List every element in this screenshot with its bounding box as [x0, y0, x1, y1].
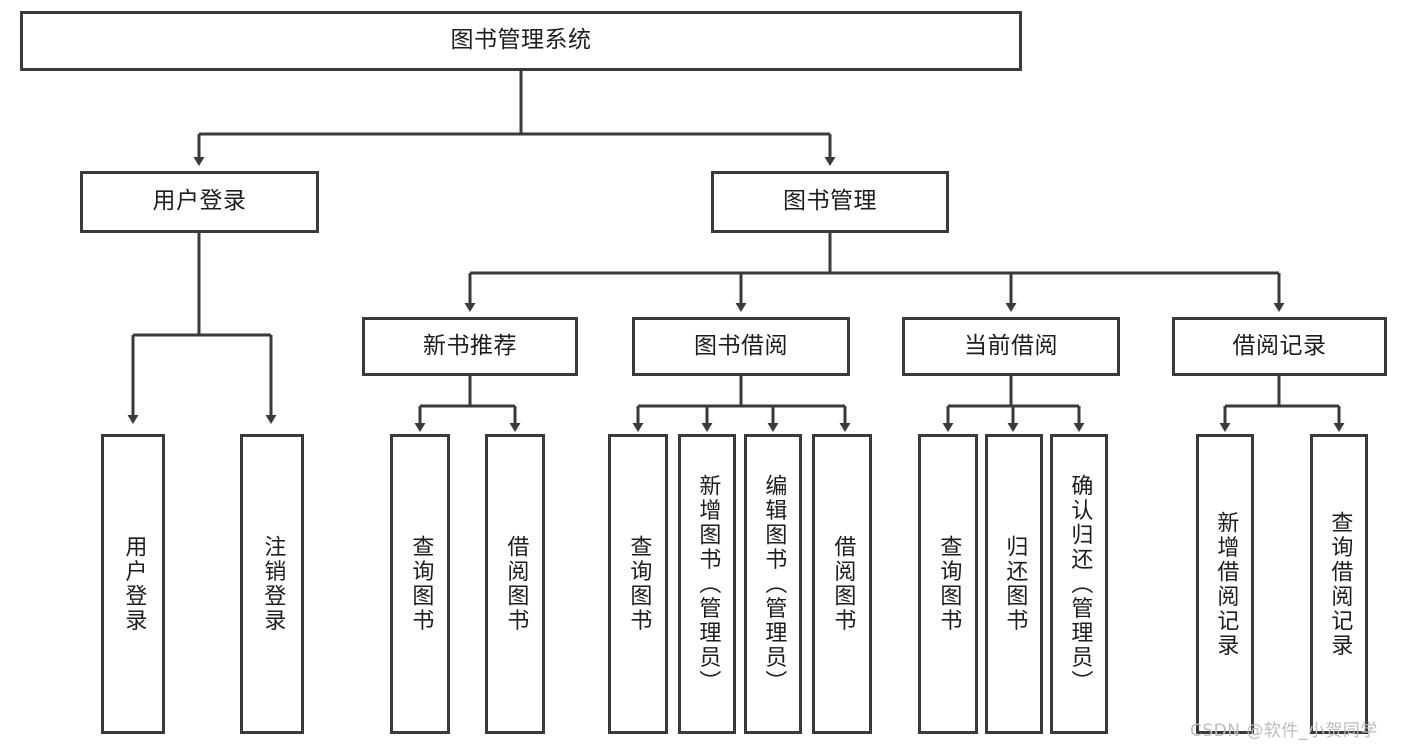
node-book-manage-label: 图书管理 [783, 188, 877, 215]
leaf-current-borrow-1[interactable]: 查询图书 [918, 434, 978, 734]
leaf-book-borrow-1[interactable]: 查询图书 [608, 434, 668, 734]
node-borrow-record-label: 借阅记录 [1232, 332, 1327, 359]
leaf-current-borrow-2[interactable]: 归还图书 [985, 434, 1043, 734]
node-book-borrow[interactable]: 图书借阅 [632, 317, 850, 376]
node-current-borrow-label: 当前借阅 [964, 332, 1058, 359]
node-borrow-record[interactable]: 借阅记录 [1172, 317, 1387, 376]
leaf-book-borrow-3[interactable]: 编辑图书（管理员） [744, 434, 802, 734]
leaf-borrow-record-2[interactable]: 查询借阅记录 [1310, 434, 1368, 734]
leaf-user-login-1[interactable]: 用户登录 [101, 434, 165, 734]
leaf-user-login-2[interactable]: 注销登录 [240, 434, 304, 734]
leaf-current-borrow-1-label: 查询图书 [936, 535, 962, 633]
leaf-user-login-2-label: 注销登录 [260, 535, 286, 633]
leaf-book-borrow-4[interactable]: 借阅图书 [812, 434, 872, 734]
leaf-new-book-2-label: 借阅图书 [503, 535, 529, 633]
leaf-user-login-1-label: 用户登录 [121, 535, 147, 633]
leaf-current-borrow-2-label: 归还图书 [1002, 535, 1028, 633]
leaf-book-borrow-2-label: 新增图书（管理员） [695, 473, 721, 695]
node-new-book-recommend[interactable]: 新书推荐 [362, 317, 578, 376]
leaf-new-book-1[interactable]: 查询图书 [390, 434, 450, 734]
leaf-book-borrow-2[interactable]: 新增图书（管理员） [678, 434, 736, 734]
node-root-label: 图书管理系统 [450, 27, 592, 54]
node-book-manage[interactable]: 图书管理 [711, 171, 949, 233]
leaf-book-borrow-3-label: 编辑图书（管理员） [761, 473, 787, 695]
leaf-current-borrow-3[interactable]: 确认归还（管理员） [1050, 434, 1108, 734]
node-user-login[interactable]: 用户登录 [80, 171, 319, 233]
leaf-book-borrow-4-label: 借阅图书 [830, 535, 856, 633]
node-current-borrow[interactable]: 当前借阅 [902, 317, 1120, 376]
leaf-current-borrow-3-label: 确认归还（管理员） [1067, 473, 1093, 695]
leaf-book-borrow-1-label: 查询图书 [626, 535, 652, 633]
leaf-borrow-record-2-label: 查询借阅记录 [1327, 510, 1353, 658]
node-user-login-label: 用户登录 [152, 188, 247, 215]
leaf-borrow-record-1-label: 新增借阅记录 [1213, 510, 1239, 658]
leaf-new-book-2[interactable]: 借阅图书 [485, 434, 545, 734]
node-book-borrow-label: 图书借阅 [694, 332, 788, 359]
leaf-new-book-1-label: 查询图书 [408, 535, 434, 633]
node-new-book-recommend-label: 新书推荐 [423, 332, 517, 359]
leaf-borrow-record-1[interactable]: 新增借阅记录 [1196, 434, 1254, 734]
node-root[interactable]: 图书管理系统 [20, 11, 1022, 71]
